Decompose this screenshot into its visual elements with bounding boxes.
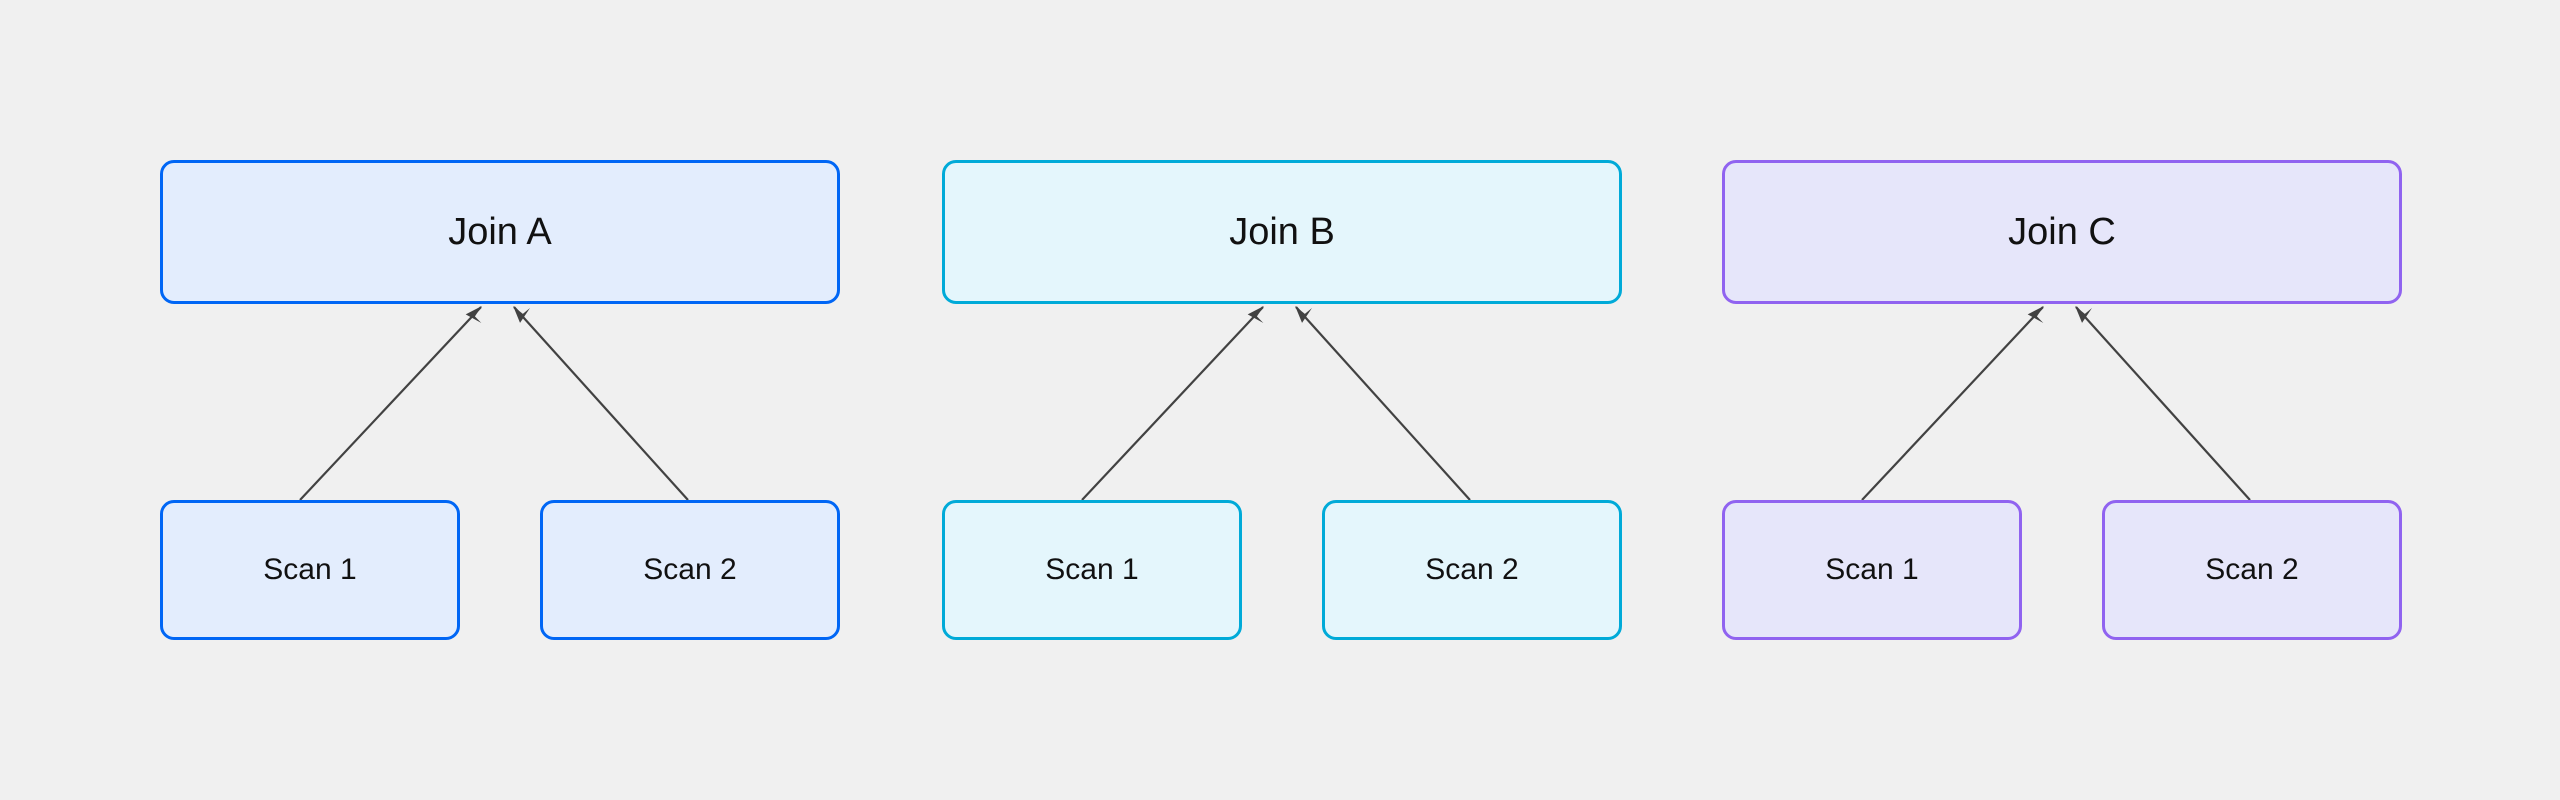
edge-scan-2-to-join-b [1295, 306, 1471, 501]
node-label: Scan 2 [643, 553, 737, 586]
scan-node-scan-2[interactable]: Scan 2 [2102, 500, 2402, 640]
edge-scan-2-to-join-a [513, 306, 689, 501]
scan-node-scan-2[interactable]: Scan 2 [1322, 500, 1622, 640]
scan-node-scan-1[interactable]: Scan 1 [160, 500, 460, 640]
scan-node-scan-1[interactable]: Scan 1 [942, 500, 1242, 640]
join-node-join-b[interactable]: Join B [942, 160, 1622, 304]
node-label: Scan 1 [1045, 553, 1139, 586]
node-label: Scan 2 [2205, 553, 2299, 586]
join-node-join-a[interactable]: Join A [160, 160, 840, 304]
edge-scan-1-to-join-c [1861, 306, 2044, 501]
edge-scan-2-to-join-c [2075, 306, 2251, 501]
join-node-join-c[interactable]: Join C [1722, 160, 2402, 304]
node-label: Scan 1 [263, 553, 357, 586]
edge-scan-1-to-join-b [1081, 306, 1264, 501]
scan-node-scan-2[interactable]: Scan 2 [540, 500, 840, 640]
scan-node-scan-1[interactable]: Scan 1 [1722, 500, 2022, 640]
node-label: Join C [2008, 211, 2116, 253]
node-label: Scan 1 [1825, 553, 1919, 586]
node-label: Join A [448, 211, 552, 253]
edge-scan-1-to-join-a [299, 306, 482, 501]
node-label: Join B [1229, 211, 1335, 253]
node-label: Scan 2 [1425, 553, 1519, 586]
